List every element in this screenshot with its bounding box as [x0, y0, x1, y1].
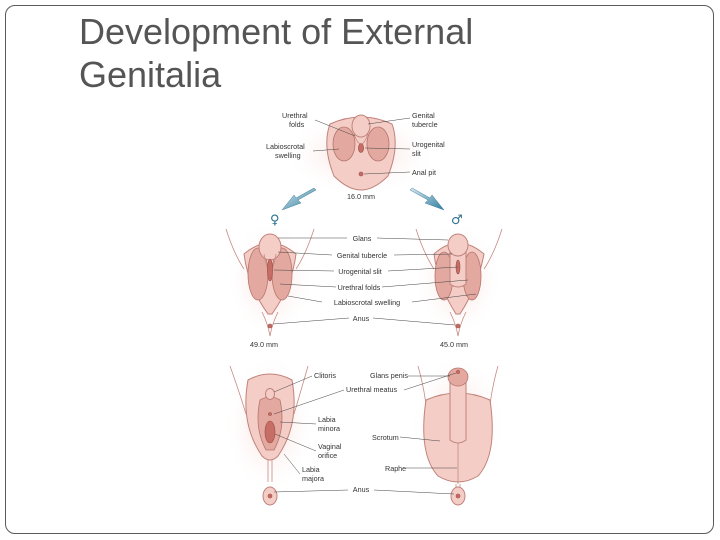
- label-labioscrotal-swelling-2: swelling: [275, 151, 301, 160]
- label-scrotum: Scrotum: [372, 433, 399, 442]
- female-symbol: ♀: [270, 213, 280, 228]
- label-labia-minora-1: Labia: [318, 415, 336, 424]
- slide-title: Development of External Genitalia: [79, 10, 639, 96]
- label-labia-majora-1: Labia: [302, 465, 320, 474]
- label-glans-penis: Glans penis: [370, 371, 408, 380]
- label-vaginal-orifice-2: orifice: [318, 451, 337, 460]
- label-clitoris: Clitoris: [314, 371, 336, 380]
- label-urethral-folds-stage2: Urethral folds: [338, 283, 381, 292]
- label-urogenital-slit-2: slit: [412, 149, 421, 158]
- label-labioscrotal-swelling-1: Labioscrotal: [266, 142, 305, 151]
- label-labia-minora-2: minora: [318, 424, 340, 433]
- label-raphe: Raphe: [385, 464, 406, 473]
- label-stage1-size: 16.0 mm: [347, 192, 375, 201]
- label-glans: Glans: [353, 234, 372, 243]
- label-urogenital-slit-stage2: Urogenital slit: [338, 267, 382, 276]
- male-stage2-illustration: [414, 221, 503, 337]
- label-anus-stage2: Anus: [353, 314, 370, 323]
- slide-frame: [5, 5, 714, 534]
- genitalia-development-diagram: Urethral folds Labioscrotal swelling Gen…: [224, 111, 506, 506]
- label-labia-majora-2: majora: [302, 474, 324, 483]
- label-urethral-folds-1: Urethral: [282, 111, 308, 120]
- title-line-2: Genitalia: [79, 54, 222, 95]
- label-male-stage2-size: 45.0 mm: [440, 340, 468, 349]
- arrow-to-male: [409, 187, 445, 211]
- title-line-1: Development of External: [79, 11, 474, 52]
- label-labioscrotal-swelling-stage2: Labioscrotal swelling: [334, 298, 400, 307]
- indifferent-stage-illustration: [283, 112, 439, 196]
- label-female-stage2-size: 49.0 mm: [250, 340, 278, 349]
- label-genital-tubercle-2: tubercle: [412, 120, 438, 129]
- differentiation-arrows: ♀ ♂: [270, 187, 463, 228]
- stage1-labels: Urethral folds Labioscrotal swelling Gen…: [266, 111, 445, 201]
- label-anal-pit: Anal pit: [412, 168, 436, 177]
- male-symbol: ♂: [451, 213, 463, 228]
- label-urogenital-slit-1: Urogenital: [412, 140, 445, 149]
- label-urethral-meatus: Urethral meatus: [346, 385, 398, 394]
- label-urethral-folds-2: folds: [289, 120, 305, 129]
- stage2-labels: Glans Genital tubercle Urogenital slit U…: [250, 234, 477, 349]
- stage3-labels: Clitoris Glans penis Urethral meatus Lab…: [273, 371, 457, 495]
- female-stage2-illustration: [225, 221, 315, 337]
- label-vaginal-orifice-1: Vaginal: [318, 442, 342, 451]
- label-genital-tubercle-1: Genital: [412, 111, 435, 120]
- arrow-to-female: [281, 187, 317, 211]
- label-genital-tubercle-stage2: Genital tubercle: [337, 251, 387, 260]
- male-stage3-illustration: [410, 354, 506, 506]
- label-anus-stage3: Anus: [353, 485, 370, 494]
- female-stage3-illustration: [224, 354, 316, 506]
